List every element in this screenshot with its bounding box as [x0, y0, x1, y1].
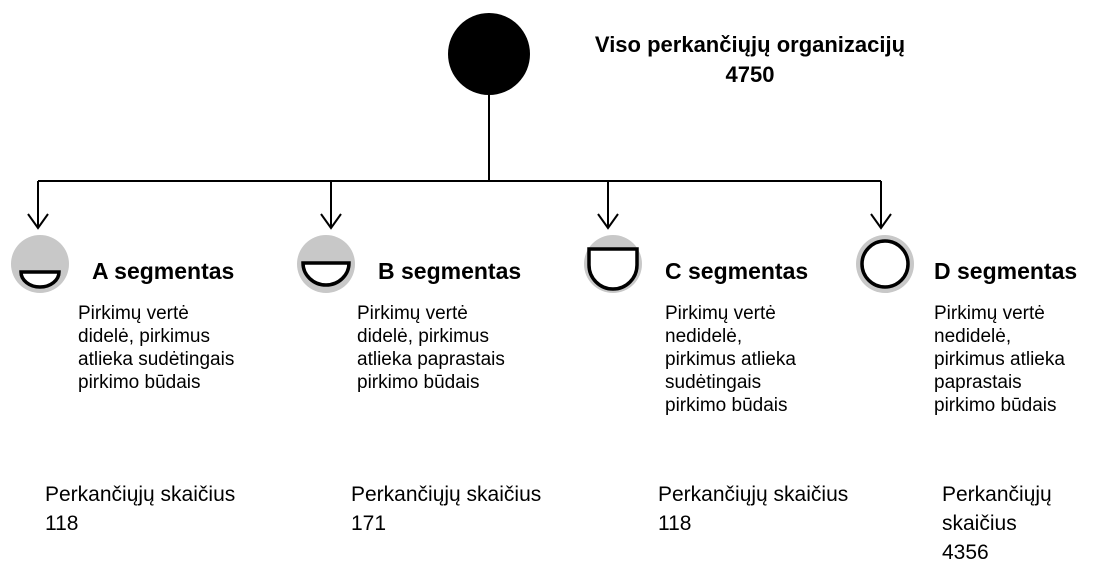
segment-c-icon [584, 235, 642, 293]
description-line: sudėtingais [665, 372, 762, 393]
description-line: pirkimo būdais [665, 395, 788, 416]
count-label: Perkančiųjų skaičius [658, 483, 849, 506]
segment-d-count: Perkančiųjų skaičius 4356 [942, 480, 1052, 567]
count-value: 118 [658, 512, 692, 535]
arrow-to-segment-c [597, 181, 619, 230]
segment-c-description: Pirkimų vertė nedidelė, pirkimus atlieka… [665, 302, 796, 417]
description-line: atlieka sudėtingais [78, 349, 235, 370]
segment-b-count: Perkančiųjų skaičius 171 [351, 480, 541, 538]
segment-a-title: A segmentas [92, 258, 235, 284]
segment-a-count: Perkančiųjų skaičius 118 [45, 480, 235, 538]
count-label: skaičius [942, 512, 1017, 535]
description-line: nedidelė, [665, 326, 743, 347]
description-line: Pirkimų vertė [665, 303, 776, 324]
segment-b-icon [297, 235, 355, 293]
description-line: didelė, pirkimus [357, 326, 489, 347]
segment-b-description: Pirkimų vertė didelė, pirkimus atlieka p… [357, 302, 505, 394]
root-label: Viso perkančiųjų organizacijų 4750 [560, 30, 940, 90]
count-label: Perkančiųjų skaičius [351, 483, 542, 506]
description-line: Pirkimų vertė [78, 303, 189, 324]
root-total: 4750 [725, 62, 775, 87]
description-line: pirkimus atlieka [665, 349, 796, 370]
description-line: atlieka paprastais [357, 349, 505, 370]
segment-b-title: B segmentas [378, 258, 522, 284]
description-line: Pirkimų vertė [357, 303, 468, 324]
count-value: 4356 [942, 541, 989, 564]
description-line: Pirkimų vertė [934, 303, 1045, 324]
arrow-to-segment-d [870, 181, 892, 230]
count-label: Perkančiųjų [942, 483, 1052, 506]
root-title: Viso perkančiųjų organizacijų [594, 32, 906, 57]
description-line: nedidelė, [934, 326, 1012, 347]
description-line: pirkimo būdais [78, 372, 201, 393]
segment-c-title: C segmentas [665, 258, 809, 284]
root-node-icon [448, 13, 530, 95]
description-line: pirkimo būdais [357, 372, 480, 393]
description-line: didelė, pirkimus [78, 326, 210, 347]
description-line: pirkimo būdais [934, 395, 1057, 416]
count-value: 118 [45, 512, 79, 535]
count-label: Perkančiųjų skaičius [45, 483, 236, 506]
description-line: pirkimus atlieka [934, 349, 1065, 370]
segment-d-icon [856, 235, 914, 293]
arrow-to-segment-b [320, 181, 342, 230]
segment-d-description: Pirkimų vertė nedidelė, pirkimus atlieka… [934, 302, 1065, 417]
arrow-to-segment-a [27, 181, 49, 230]
segment-c-count: Perkančiųjų skaičius 118 [658, 480, 848, 538]
segment-d-title: D segmentas [934, 258, 1078, 284]
description-line: paprastais [934, 372, 1022, 393]
segment-a-description: Pirkimų vertė didelė, pirkimus atlieka s… [78, 302, 234, 394]
segment-a-icon [11, 235, 69, 293]
count-value: 171 [351, 512, 387, 535]
